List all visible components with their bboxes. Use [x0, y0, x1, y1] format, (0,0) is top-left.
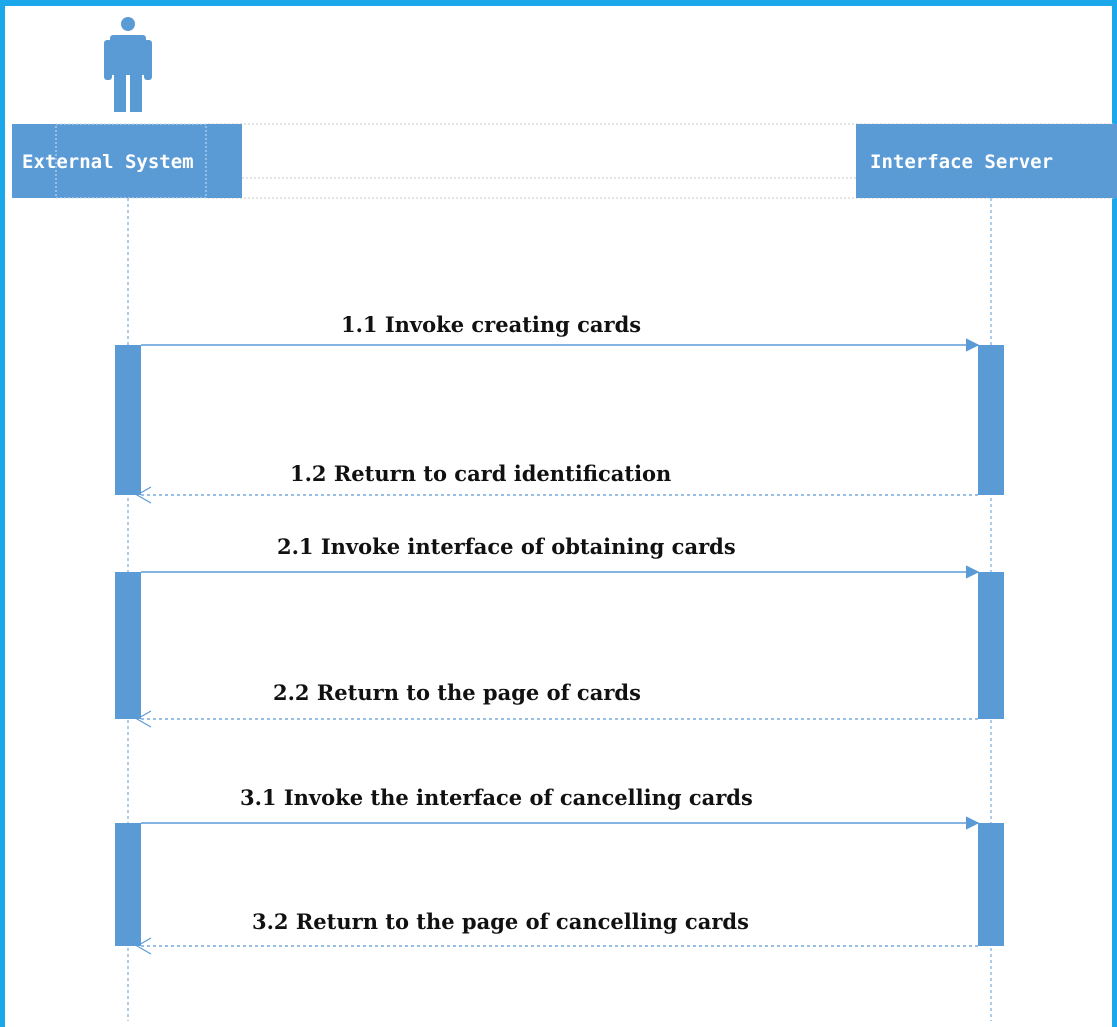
- message-1-2: 1.2 Return to card identification: [135, 461, 978, 504]
- message-label: 3.2 Return to the page of cancelling car…: [252, 909, 749, 934]
- participant-external-system: External System: [12, 123, 242, 199]
- message-3-2: 3.2 Return to the page of cancelling car…: [135, 909, 978, 955]
- activation-bar-right-3: [978, 823, 1004, 946]
- participant-label-left: External System: [22, 151, 194, 173]
- message-label: 1.1 Invoke creating cards: [341, 312, 641, 337]
- activation-bar-right-2: [978, 572, 1004, 719]
- activation-bar-left-2: [115, 572, 141, 719]
- message-3-1: 3.1 Invoke the interface of cancelling c…: [141, 785, 980, 830]
- activation-bar-left-3: [115, 823, 141, 946]
- participant-label-right: Interface Server: [870, 151, 1053, 173]
- activation-bar-right-1: [978, 345, 1004, 495]
- participant-interface-server: Interface Server: [856, 124, 1117, 198]
- message-2-2: 2.2 Return to the page of cards: [135, 680, 978, 728]
- message-label: 1.2 Return to card identification: [290, 461, 671, 486]
- message-label: 3.1 Invoke the interface of cancelling c…: [240, 785, 753, 810]
- person-icon: [104, 17, 152, 112]
- message-1-1: 1.1 Invoke creating cards: [141, 312, 980, 352]
- message-label: 2.1 Invoke interface of obtaining cards: [277, 534, 736, 559]
- activation-bar-left-1: [115, 345, 141, 495]
- message-2-1: 2.1 Invoke interface of obtaining cards: [141, 534, 980, 579]
- message-label: 2.2 Return to the page of cards: [273, 680, 641, 705]
